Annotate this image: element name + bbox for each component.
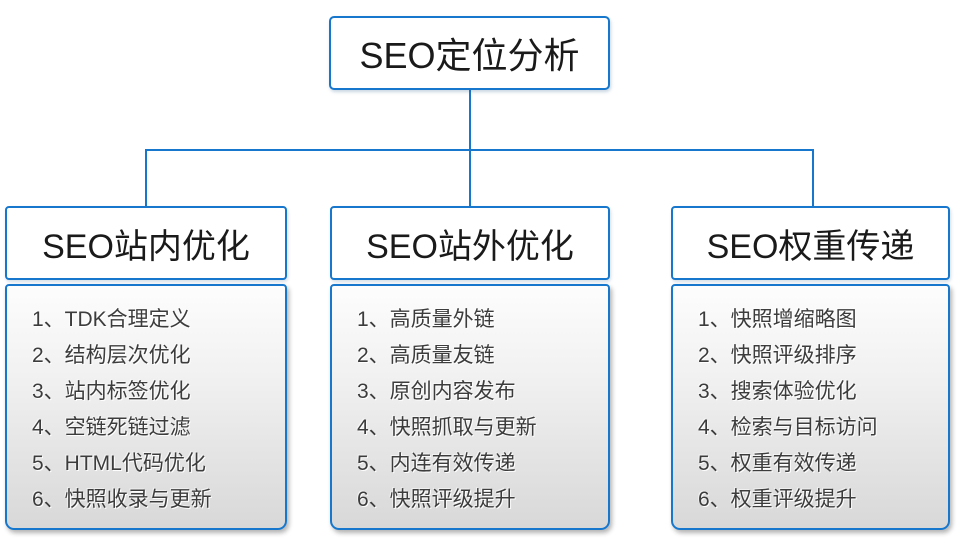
connector-horizontal-rail — [145, 149, 814, 151]
column-onsite-title: SEO站内优化 — [42, 227, 250, 266]
list-item: 3、原创内容发布 — [357, 380, 516, 403]
connector-left-drop — [145, 149, 147, 206]
column-onsite-list: 1、TDK合理定义 2、结构层次优化 3、站内标签优化 4、空链死链过滤 5、H… — [5, 284, 287, 530]
column-offsite-optimization: SEO站外优化 1、高质量外链 2、高质量友链 3、原创内容发布 4、快照抓取与… — [330, 206, 610, 530]
list-item: 5、权重有效传递 — [698, 452, 857, 475]
list-item: 1、TDK合理定义 — [32, 308, 191, 331]
list-item: 3、搜索体验优化 — [698, 380, 857, 403]
connector-root-stem — [469, 90, 471, 206]
column-weight-list: 1、快照增缩略图 2、快照评级排序 3、搜索体验优化 4、检索与目标访问 5、权… — [671, 284, 950, 530]
list-item: 4、检索与目标访问 — [698, 416, 878, 439]
list-item: 4、空链死链过滤 — [32, 416, 191, 439]
root-node: SEO定位分析 — [329, 16, 610, 90]
column-weight-title: SEO权重传递 — [706, 227, 915, 266]
root-node-title: SEO定位分析 — [359, 35, 580, 76]
list-item: 2、高质量友链 — [357, 344, 495, 367]
column-offsite-title: SEO站外优化 — [366, 227, 574, 266]
connector-right-drop — [812, 149, 814, 206]
list-item: 5、HTML代码优化 — [32, 452, 206, 475]
list-item: 6、快照评级提升 — [357, 488, 516, 511]
list-item: 1、高质量外链 — [357, 308, 495, 331]
column-offsite-list: 1、高质量外链 2、高质量友链 3、原创内容发布 4、快照抓取与更新 5、内连有… — [330, 284, 610, 530]
list-item: 6、快照收录与更新 — [32, 488, 212, 511]
column-weight-header: SEO权重传递 — [671, 206, 950, 280]
column-weight-transfer: SEO权重传递 1、快照增缩略图 2、快照评级排序 3、搜索体验优化 4、检索与… — [671, 206, 950, 530]
list-item: 2、结构层次优化 — [32, 344, 191, 367]
list-item: 3、站内标签优化 — [32, 380, 191, 403]
list-item: 4、快照抓取与更新 — [357, 416, 537, 439]
list-item: 5、内连有效传递 — [357, 452, 516, 475]
column-onsite-header: SEO站内优化 — [5, 206, 287, 280]
list-item: 1、快照增缩略图 — [698, 308, 857, 331]
column-onsite-optimization: SEO站内优化 1、TDK合理定义 2、结构层次优化 3、站内标签优化 4、空链… — [5, 206, 287, 530]
column-offsite-header: SEO站外优化 — [330, 206, 610, 280]
list-item: 6、权重评级提升 — [698, 488, 857, 511]
list-item: 2、快照评级排序 — [698, 344, 857, 367]
